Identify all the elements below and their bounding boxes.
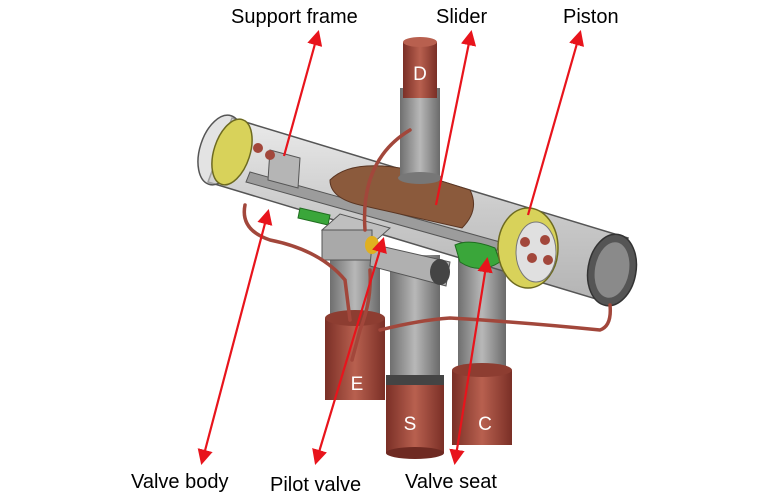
label-piston: Piston	[563, 6, 619, 28]
arrow-pilot-valve	[312, 237, 387, 465]
label-pilot-valve: Pilot valve	[270, 474, 361, 496]
label-valve-seat: Valve seat	[405, 471, 497, 493]
port-d-tube	[398, 37, 442, 184]
arrow-piston	[526, 30, 585, 216]
port-s-letter: S	[404, 414, 417, 435]
arrow-support-frame	[282, 30, 323, 157]
port-d-letter: D	[413, 64, 427, 85]
leader-arrows	[197, 29, 585, 466]
arrow-valve-seat	[449, 256, 493, 466]
port-e-letter: E	[351, 374, 364, 395]
arrow-slider	[434, 29, 477, 206]
label-slider: Slider	[436, 6, 487, 28]
label-support-frame: Support frame	[231, 6, 358, 28]
left-piston	[211, 118, 275, 186]
right-end-cap	[586, 233, 638, 307]
support-frame	[245, 149, 501, 253]
port-c-letter: C	[478, 414, 492, 435]
arrow-valve-body	[197, 209, 273, 465]
label-valve-body: Valve body	[131, 471, 228, 493]
right-piston	[497, 207, 559, 289]
